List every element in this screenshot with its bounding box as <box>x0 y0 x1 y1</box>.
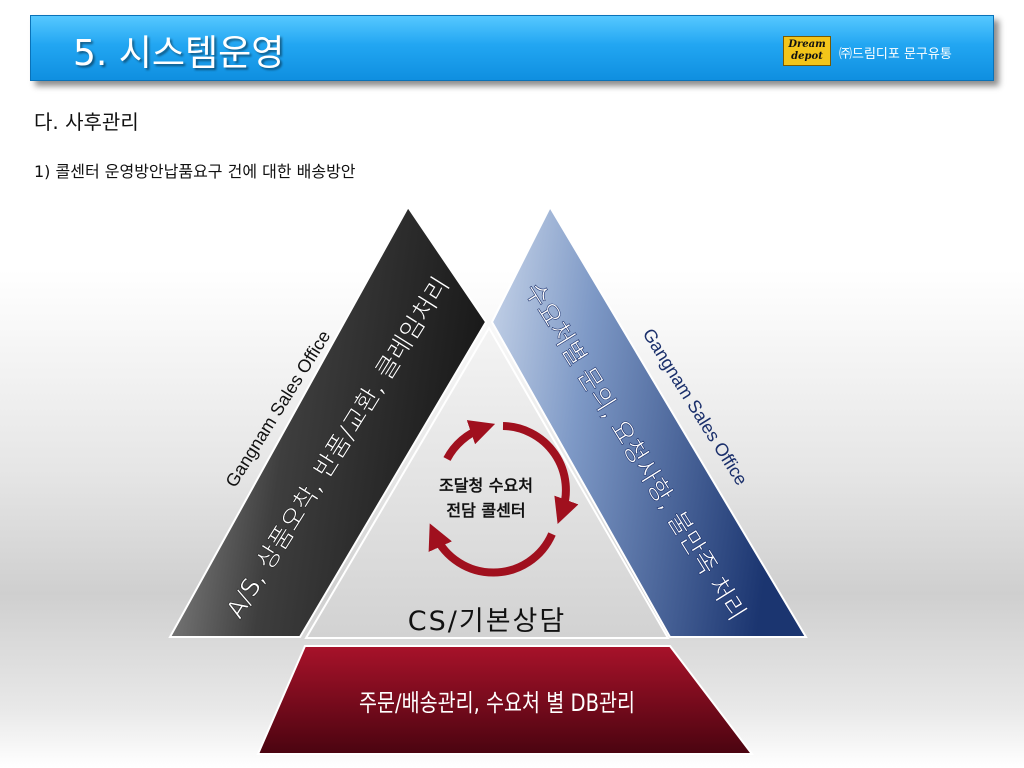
title-bar: 5. 시스템운영 Dream depot ㈜드림디포 문구유통 <box>30 15 994 81</box>
dream-depot-logo: Dream depot <box>783 36 831 66</box>
page-title: 5. 시스템운영 <box>73 33 285 74</box>
right-triangle <box>490 204 808 638</box>
center-label-line-2: 전담 콜센터 <box>446 501 525 520</box>
logo-line-1: Dream <box>788 39 826 50</box>
bottom-trapezoid <box>256 645 755 755</box>
section-title: 다. 사후관리 <box>34 110 139 134</box>
cycle-arrow-right <box>502 422 579 525</box>
center-triangle <box>304 326 670 639</box>
cycle-arrow-top <box>443 420 496 461</box>
sub-title: 1) 콜센터 운영방안납품요구 건에 대한 배송방안 <box>34 162 356 181</box>
left-triangle <box>168 205 488 638</box>
logo-line-2: depot <box>791 51 823 62</box>
cycle-arrow-bottom <box>428 523 556 577</box>
company-name: ㈜드림디포 문구유통 <box>839 47 952 62</box>
bottom-label: 주문/배송관리, 수요처 별 DB관리 <box>359 689 635 717</box>
center-label-line-1: 조달청 수요처 <box>439 476 533 495</box>
cs-basic-label: CS/기본상담 <box>408 606 566 637</box>
